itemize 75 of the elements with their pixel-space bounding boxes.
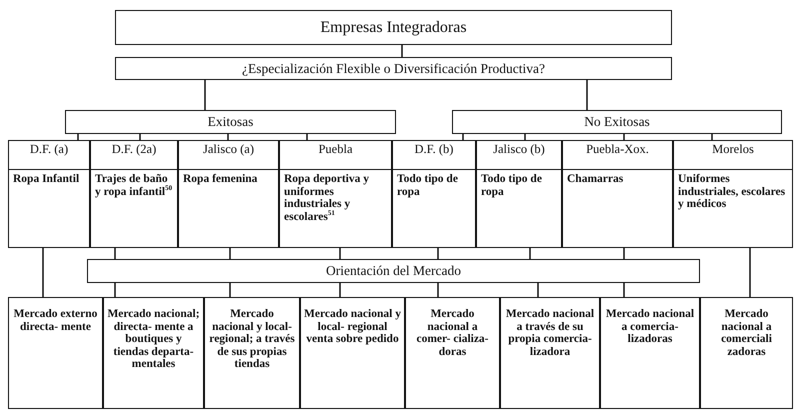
- connector-line: [114, 248, 116, 259]
- heading-box: [115, 10, 672, 45]
- connector-line: [77, 134, 79, 140]
- connector-line: [229, 248, 231, 259]
- heading-box: [115, 57, 672, 80]
- company-column: [90, 140, 178, 248]
- heading-text: Empresas Integradoras: [320, 18, 467, 36]
- connector-line: [204, 80, 206, 110]
- column-header: Jalisco (b): [477, 141, 561, 170]
- connector-line: [139, 134, 141, 140]
- heading-text: No Exitosas: [584, 114, 650, 130]
- company-column: [279, 140, 392, 248]
- column-header: Puebla-Xox.: [563, 141, 672, 170]
- company-column: [392, 140, 476, 248]
- heading-box: [452, 110, 782, 134]
- company-column: [476, 140, 562, 248]
- market-text: Mercado nacional a comer- cializa- doras: [415, 308, 490, 358]
- product-text: Todo tipo de ropa: [480, 172, 543, 198]
- market-box: [204, 297, 300, 409]
- heading-text: Orientación del Mercado: [326, 263, 461, 279]
- product-text: Trajes de baño y ropa infantil$^{50}$: [94, 172, 174, 198]
- product-text: Todo tipo de ropa: [396, 172, 459, 198]
- connector-line: [229, 283, 231, 297]
- market-text: Mercado externo directa- mente: [12, 308, 98, 333]
- heading-box: [87, 259, 700, 283]
- product-text: Chamarras: [566, 172, 624, 186]
- heading-box: [65, 110, 396, 134]
- connector-line: [623, 248, 625, 259]
- market-box: [600, 297, 700, 409]
- market-box: [300, 297, 405, 409]
- market-box: [700, 297, 793, 409]
- company-column: [8, 140, 90, 248]
- connector-line: [749, 248, 751, 297]
- market-box: [500, 297, 600, 409]
- connector-line: [437, 283, 439, 297]
- column-header: Jalisco (a): [179, 141, 278, 170]
- product-text: Ropa femenina: [182, 172, 258, 186]
- connector-line: [586, 80, 588, 110]
- company-column: [562, 140, 673, 248]
- column-header: Puebla: [280, 141, 391, 170]
- connector-line: [529, 248, 531, 259]
- column-header: D.F. (2a): [91, 141, 177, 170]
- product-text: Ropa deportiva y uniformes industriales y escolares$^{51}$: [283, 172, 370, 223]
- market-text: Mercado nacional y local- regional venta sobre pedido: [304, 308, 401, 346]
- heading-text: Exitosas: [208, 114, 254, 130]
- connector-line: [711, 134, 713, 140]
- company-column: [178, 140, 279, 248]
- connector-line: [306, 134, 308, 140]
- company-column: [673, 140, 793, 248]
- heading-text: ¿Especialización Flexible o Diversificación Productiva?: [242, 60, 545, 76]
- connector-line: [623, 134, 625, 140]
- market-text: Mercado nacional a comercia- lizadoras: [604, 308, 696, 346]
- connector-line: [623, 283, 625, 297]
- connector-line: [537, 283, 539, 297]
- market-text: Mercado nacional a través de su propia comercia- lizadora: [504, 308, 596, 358]
- product-text: Ropa Infantil: [12, 172, 80, 186]
- market-box: [103, 297, 204, 409]
- market-text: Mercado nacional a comerciali zadoras: [720, 308, 773, 358]
- connector-line: [227, 134, 229, 140]
- product-text: Uniformes industriales, escolares y médicos: [677, 172, 786, 210]
- connector-line: [42, 248, 44, 297]
- connector-line: [339, 283, 341, 297]
- market-text: Mercado nacional; directa- mente a boutiques y tiendas departa- mentales: [107, 308, 200, 370]
- column-header: D.F. (b): [393, 141, 475, 170]
- connector-line: [462, 134, 464, 140]
- market-text: Mercado nacional y local- regional; a través de sus propias tiendas: [208, 308, 296, 370]
- market-box: [405, 297, 500, 409]
- column-header: D.F. (a): [9, 141, 89, 170]
- column-header: Morelos: [674, 141, 792, 170]
- connector-line: [437, 248, 439, 259]
- connector-line: [524, 134, 526, 140]
- connector-line: [114, 283, 116, 297]
- connector-line: [401, 45, 403, 57]
- connector-line: [339, 248, 341, 259]
- market-box: [8, 297, 103, 409]
